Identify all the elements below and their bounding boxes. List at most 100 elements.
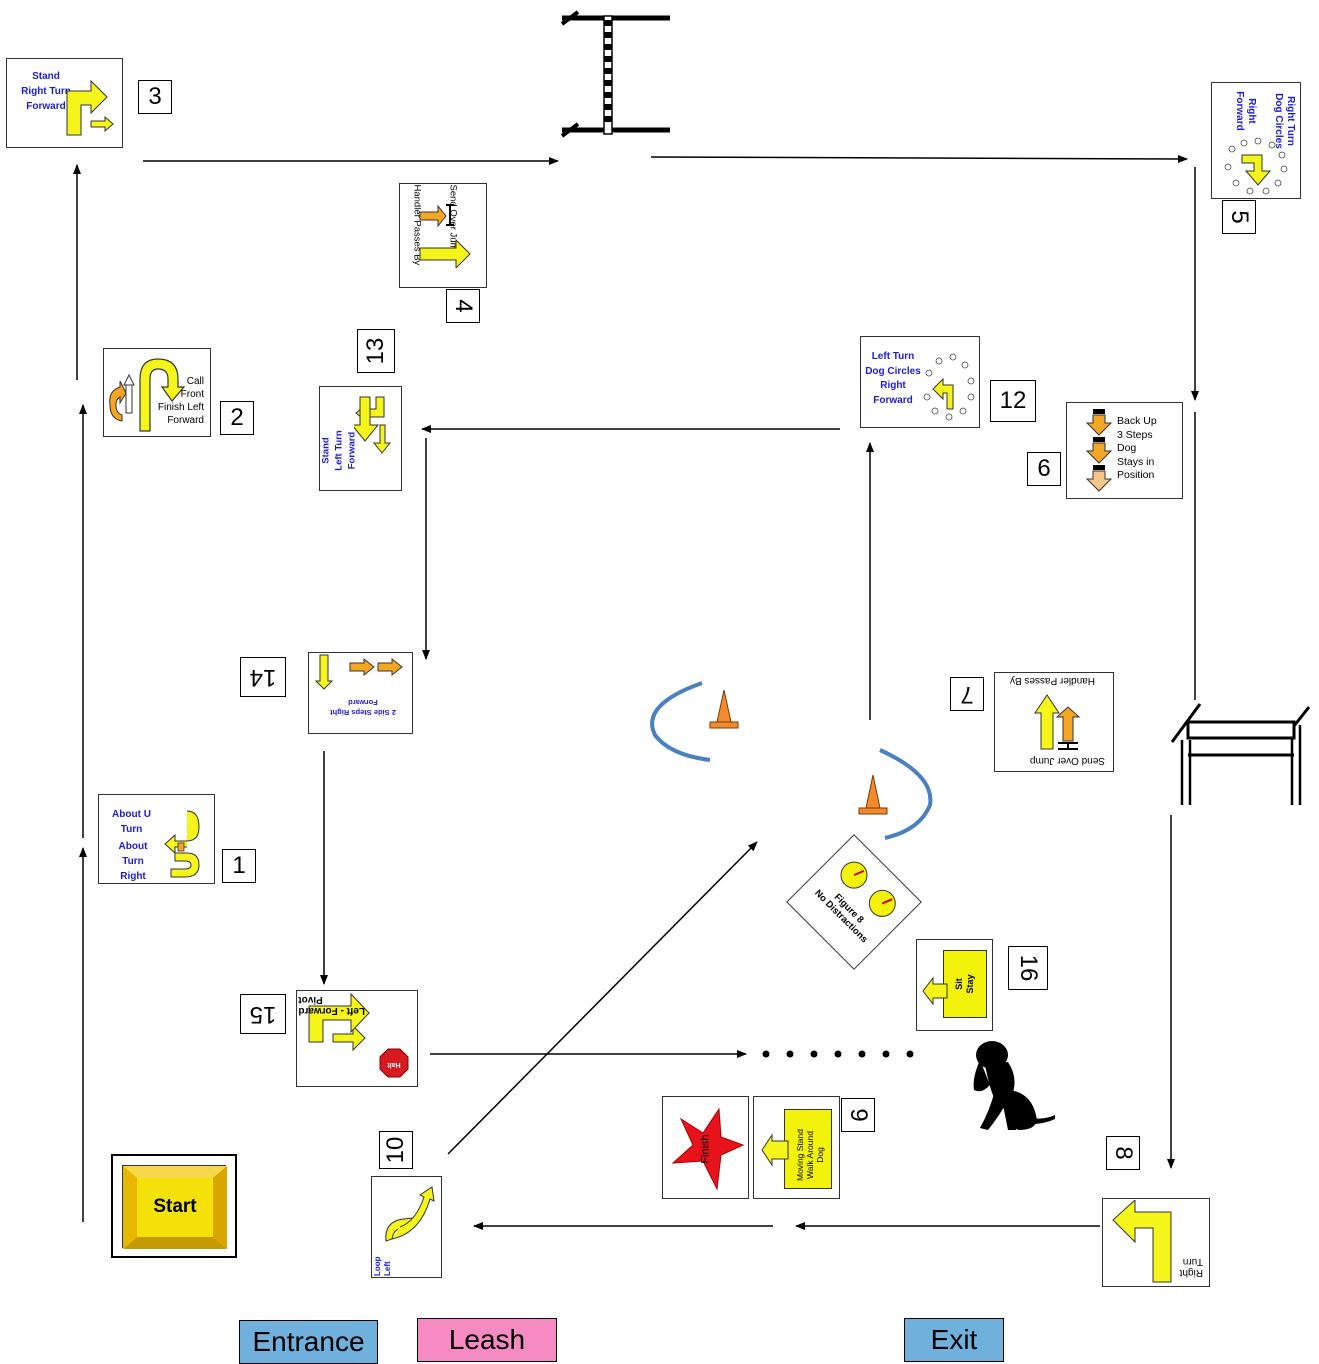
legend-leash: Leash xyxy=(417,1318,557,1362)
sign-5-text-block-2: Right Forward xyxy=(1230,85,1260,145)
start-bevel-icon xyxy=(123,1166,227,1249)
sign-card-10[interactable]: Loop Left xyxy=(371,1176,442,1278)
sign-card-14[interactable]: 2 Side Steps Right Forward xyxy=(308,652,413,734)
high-jump-icon xyxy=(560,10,670,138)
sign-4-number: 4 xyxy=(446,289,480,323)
right-turn-arrow-icon xyxy=(66,79,114,136)
sign-8-line1: Right xyxy=(1179,1267,1203,1278)
sign-12-line2: Dog Circles xyxy=(865,365,921,377)
sign-6-line1: Back Up xyxy=(1117,415,1157,427)
sign-12-number: 12 xyxy=(990,380,1036,422)
bar-jump-icon xyxy=(1170,703,1311,805)
sign-2-line4: Forward xyxy=(167,415,204,426)
dog-icon xyxy=(973,1041,1055,1130)
sign-card-12[interactable]: Left Turn Dog Circles Right Forward xyxy=(860,336,980,428)
sign-6-line5: Position xyxy=(1117,469,1155,481)
sign-12-line1: Left Turn xyxy=(871,351,915,362)
sign-card-4[interactable]: Send Over Jump Handler Passes By xyxy=(399,183,487,288)
sign-15-line1: Pivot xyxy=(298,994,323,1005)
sign-card-6[interactable]: Back Up 3 Steps Dog Stays in Position xyxy=(1066,402,1183,499)
sign-5-number: 5 xyxy=(1222,200,1256,234)
arc-left xyxy=(650,681,711,762)
send-over-jump-arrow-icon xyxy=(1034,694,1081,750)
about-turn-arrow-icon xyxy=(164,810,200,878)
sign-1-number: 1 xyxy=(222,849,256,883)
sign-card-5[interactable]: Right Turn Dog Circles Right Forward xyxy=(1211,82,1301,199)
sign-10-number: 10 xyxy=(379,1131,413,1169)
sign-9-number: 9 xyxy=(841,1098,875,1132)
dotted-line xyxy=(762,1050,914,1058)
sign-16-number: 16 xyxy=(1008,946,1048,990)
dog-circles-arrow-icon xyxy=(923,353,975,421)
sign-6-line3: Dog xyxy=(1117,442,1137,454)
sign-16-line2: Stay xyxy=(965,974,975,994)
back-up-arrows-icon xyxy=(1085,409,1113,492)
sign-2-line1: Call xyxy=(186,376,204,387)
sign-12-line3: Right xyxy=(880,380,906,391)
sign-9-panel: Moving Stand Walk Around Dog xyxy=(784,1109,832,1189)
finish-star-icon xyxy=(671,1107,745,1191)
side-steps-arrow-icon xyxy=(314,654,403,690)
sign-card-1[interactable]: About U Turn About Turn Right xyxy=(98,794,215,884)
figure-eight-area xyxy=(650,681,933,840)
sign-9-line3: Dog xyxy=(815,1147,825,1163)
sign-2-number: 2 xyxy=(220,401,254,435)
sign-1-line1: About U xyxy=(112,809,151,820)
sign-10-line1: Loop xyxy=(373,1256,382,1276)
sign-3-line2: Right Turn xyxy=(21,86,71,97)
path-jump-to-5 xyxy=(650,154,1188,163)
finish-label: Finish xyxy=(699,1134,712,1164)
cone-icon xyxy=(709,689,739,729)
figure-eight-sign[interactable]: Figure 8 No Distractions xyxy=(786,834,922,970)
sign-13-line1: Stand xyxy=(320,437,332,464)
call-front-arrow-icon xyxy=(109,358,186,432)
path-10-to-fig8 xyxy=(447,841,758,1155)
pivot-left-arrow-icon xyxy=(308,992,370,1052)
arc-right xyxy=(879,748,933,840)
right-turn-arrow-icon xyxy=(1112,1200,1172,1283)
sign-card-16[interactable]: Sit Stay xyxy=(916,939,993,1031)
sign-15-number: 15 xyxy=(240,994,286,1034)
sign-15-line2: Left - Forward xyxy=(298,1005,365,1016)
legend-exit: Exit xyxy=(904,1318,1004,1362)
sign-card-8[interactable]: Right Turn xyxy=(1102,1198,1210,1287)
sign-14-line1: 2 Side Steps Right xyxy=(330,708,396,717)
sign-13-line2: Left Turn xyxy=(333,430,345,471)
sign-card-2[interactable]: Call Front Finish Left Forward xyxy=(103,348,211,437)
sit-stay-arrow-icon xyxy=(922,976,948,1006)
dog-circles-arrow-icon xyxy=(1224,137,1288,195)
sign-card-15[interactable]: Halt Left - Forward Pivot xyxy=(296,990,418,1087)
sign-1-line5: Right xyxy=(120,871,146,882)
sign-9-line2: Walk Around xyxy=(805,1131,815,1179)
moving-stand-arrow-icon xyxy=(761,1133,789,1167)
finish-card[interactable]: Finish xyxy=(662,1096,749,1199)
halt-sign-icon: Halt xyxy=(379,1048,409,1078)
start-sign[interactable]: Start xyxy=(111,1154,237,1258)
course-path xyxy=(73,154,1199,1230)
sign-7-line2: Handler Passes By xyxy=(1009,675,1095,686)
sign-9-line1: Moving Stand xyxy=(795,1129,805,1181)
sign-14-line2: Forward xyxy=(348,698,378,707)
sign-1-line4: Turn xyxy=(122,856,144,867)
sign-card-3[interactable]: Stand Right Turn Forward xyxy=(6,58,123,148)
sign-3-line3: Forward xyxy=(26,101,66,112)
sign-2-line3: Finish Left xyxy=(157,402,204,413)
left-turn-arrow-icon xyxy=(354,396,392,454)
legend-entrance: Entrance xyxy=(239,1320,378,1364)
sign-1-line3: About xyxy=(118,841,148,852)
loop-left-arrow-icon xyxy=(385,1186,435,1242)
sign-card-7[interactable]: Send Over Jump Handler Passes By xyxy=(994,672,1114,772)
sign-6-line4: Stays in xyxy=(1117,455,1155,468)
sign-6-number: 6 xyxy=(1027,452,1061,486)
start-frame: Start xyxy=(122,1165,227,1249)
sign-card-13[interactable]: Stand Left Turn Forward xyxy=(319,386,402,491)
sign-3-number: 3 xyxy=(138,80,172,114)
sign-card-9[interactable]: Moving Stand Walk Around Dog xyxy=(753,1096,840,1199)
send-over-jump-arrow-icon xyxy=(419,204,471,268)
cone-icon xyxy=(858,774,888,815)
sign-8-number: 8 xyxy=(1106,1136,1140,1170)
figure-eight-icon xyxy=(840,861,896,917)
start-label: Start xyxy=(153,1196,197,1217)
sign-7-line1: Send Over Jump xyxy=(1029,755,1105,766)
